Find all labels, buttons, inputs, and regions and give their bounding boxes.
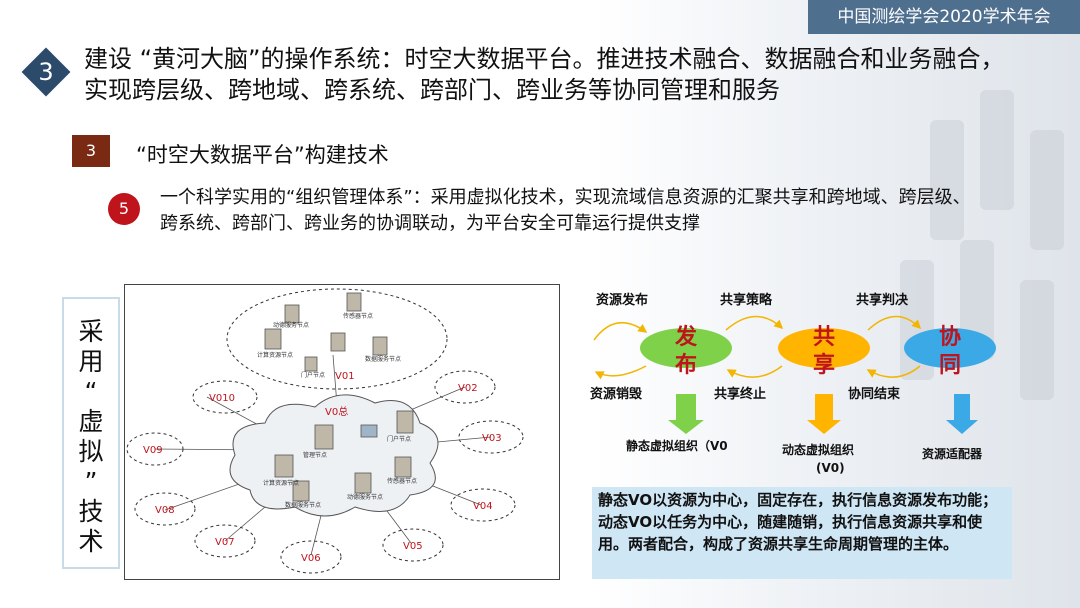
coordinate-label-1: 协 — [939, 325, 961, 350]
vo-node-label: V010 — [209, 393, 235, 404]
dynamic-vo-label-2: (V0) — [816, 461, 845, 475]
page-title: 建设 “黄河大脑”的操作系统：时空大数据平台。推进技术融合、数据融合和业务融合，… — [84, 45, 1005, 104]
vo-node-label: V09 — [143, 445, 163, 456]
center-node-label: 管理节点 — [303, 451, 327, 459]
vo-node-label: V03 — [482, 433, 502, 444]
sub-title: “时空大数据平台”构建技术 — [136, 143, 389, 167]
point-text: 一个科学实用的“组织管理体系”：采用虚拟化技术，实现流域信息资源的汇聚共享和跨地… — [160, 187, 971, 234]
vo-node-label: V04 — [473, 501, 493, 512]
vo-lifecycle-flow: 发 布 共 享 协 同 资源发布 资源销毁 共享策略 共享终止 共享判决 协同结… — [590, 292, 996, 475]
vo-node-label: V05 — [403, 541, 423, 552]
point-number-badge: 5 — [108, 193, 140, 225]
center-node-label: 计算资源节点 — [263, 479, 299, 487]
share-policy-label: 共享策略 — [720, 292, 773, 308]
publish-label-1: 发 — [674, 324, 698, 350]
static-vo-label: 静态虚拟组织（V0 — [626, 438, 728, 453]
adapter-label: 资源适配器 — [922, 446, 983, 461]
center-node-label: 动德服务节点 — [347, 493, 383, 501]
share-end-label: 共享终止 — [714, 386, 766, 402]
top-node-label: 动德服务节点 — [273, 321, 309, 329]
top-node-label: 门户节点 — [301, 371, 325, 379]
conference-banner: 中国测绘学会2020学术年会 — [808, 0, 1080, 34]
vo-node-label: V08 — [155, 505, 175, 516]
section-number-badge: 3 — [21, 47, 71, 97]
vo-node-label: V07 — [215, 537, 235, 548]
vertical-label: 采用“虚拟”技术 — [78, 317, 104, 556]
share-judge-label: 共享判决 — [856, 292, 909, 308]
vo1-label: V01 — [335, 371, 355, 382]
network-diagram: 动德服务节点 传感器节点 计算资源节点 数据服务节点 门户节点 管理节点 门户节… — [124, 284, 560, 580]
sub-number-badge: 3 — [72, 135, 110, 167]
center-node-label: 门户节点 — [387, 435, 411, 443]
vo-node-label: V02 — [458, 383, 478, 394]
center-node-label: 传感器节点 — [387, 477, 417, 485]
vo-node-label: V06 — [301, 553, 321, 564]
coop-end-label: 协同结束 — [848, 386, 901, 402]
share-label-2: 享 — [813, 352, 835, 378]
description-box: 静态VO以资源为中心，固定存在，执行信息资源发布功能；动态VO以任务为中心，随建… — [592, 487, 1012, 579]
publish-label-2: 布 — [675, 352, 697, 378]
share-label-1: 共 — [813, 325, 835, 350]
dynamic-vo-label: 动态虚拟组织 — [782, 442, 854, 457]
vo-center-label: V0总 — [325, 405, 348, 418]
top-node-label: 数据服务节点 — [365, 355, 401, 363]
top-node-label: 计算资源节点 — [257, 351, 293, 359]
resource-publish-label: 资源发布 — [596, 292, 648, 308]
top-node-label: 传感器节点 — [343, 312, 373, 320]
center-node-label: 数据服务节点 — [285, 501, 321, 509]
resource-destroy-label: 资源销毁 — [590, 386, 643, 402]
vertical-label-box: 采用“虚拟”技术 — [62, 297, 120, 569]
coordinate-label-2: 同 — [939, 353, 961, 378]
